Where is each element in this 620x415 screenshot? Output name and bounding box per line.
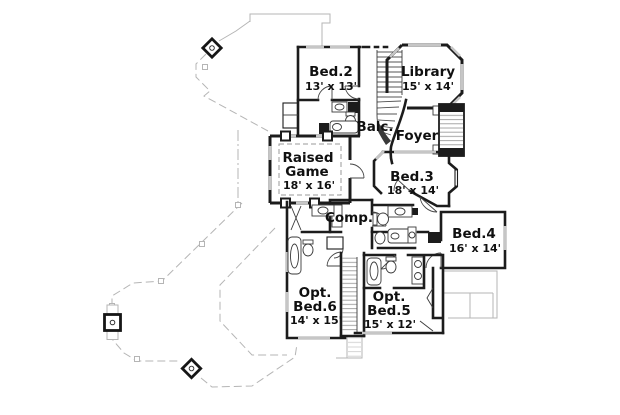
- bed4-closet: [426, 253, 445, 335]
- room-label-balcony: Balc.: [356, 119, 393, 135]
- room-dims-bed4: 16' x 14': [449, 242, 501, 255]
- room-label-opt-bed6-1: Opt.: [299, 285, 332, 301]
- room-label-bed3: Bed.3: [390, 169, 434, 185]
- bath-center: [370, 198, 441, 250]
- room-bed2: [282, 45, 362, 137]
- stairs-curved: [361, 45, 408, 165]
- room-label-opt-bed5-1: Opt.: [373, 289, 406, 305]
- room-dims-bed2: 13' x 13': [305, 80, 357, 93]
- room-label-raised-game-2: Game: [285, 164, 328, 180]
- fireplace-marker-left: [103, 304, 122, 340]
- room-bed3: [372, 150, 459, 208]
- room-opt-bed5: [353, 253, 445, 335]
- room-dims-opt-bed5: 15' x 12': [364, 318, 416, 331]
- room-label-bed2: Bed.2: [309, 64, 353, 80]
- stairs-basement: [339, 251, 366, 357]
- room-dims-bed3: 18' x 14': [387, 184, 439, 197]
- room-label-raised-game-1: Raised: [283, 150, 334, 166]
- room-dims-library: 15' x 14': [402, 80, 454, 93]
- room-label-computer: Comp.: [325, 210, 373, 226]
- room-label-opt-bed5-2: Bed.5: [367, 303, 411, 319]
- room-labels: Bed.2 13' x 13' Library 15' x 14' Balc. …: [283, 64, 502, 331]
- room-dims-opt-bed6: 14' x 15': [290, 314, 342, 327]
- room-opt-bed6: [285, 200, 347, 340]
- room-label-opt-bed6-2: Bed.6: [293, 299, 337, 315]
- bed2-bathroom: [319, 101, 359, 134]
- room-label-bed4: Bed.4: [452, 226, 496, 242]
- roof-outline: [109, 13, 498, 388]
- room-bed4: [419, 196, 507, 270]
- room-label-foyer: Foyer: [396, 128, 439, 144]
- room-dims-raised-game: 18' x 16': [283, 179, 335, 192]
- chimney-marker-bottom: [180, 357, 203, 380]
- room-label-library: Library: [401, 64, 455, 80]
- chimney-marker-top: [200, 36, 224, 60]
- stairs-main: [432, 103, 465, 157]
- room-raised-game: [268, 130, 365, 209]
